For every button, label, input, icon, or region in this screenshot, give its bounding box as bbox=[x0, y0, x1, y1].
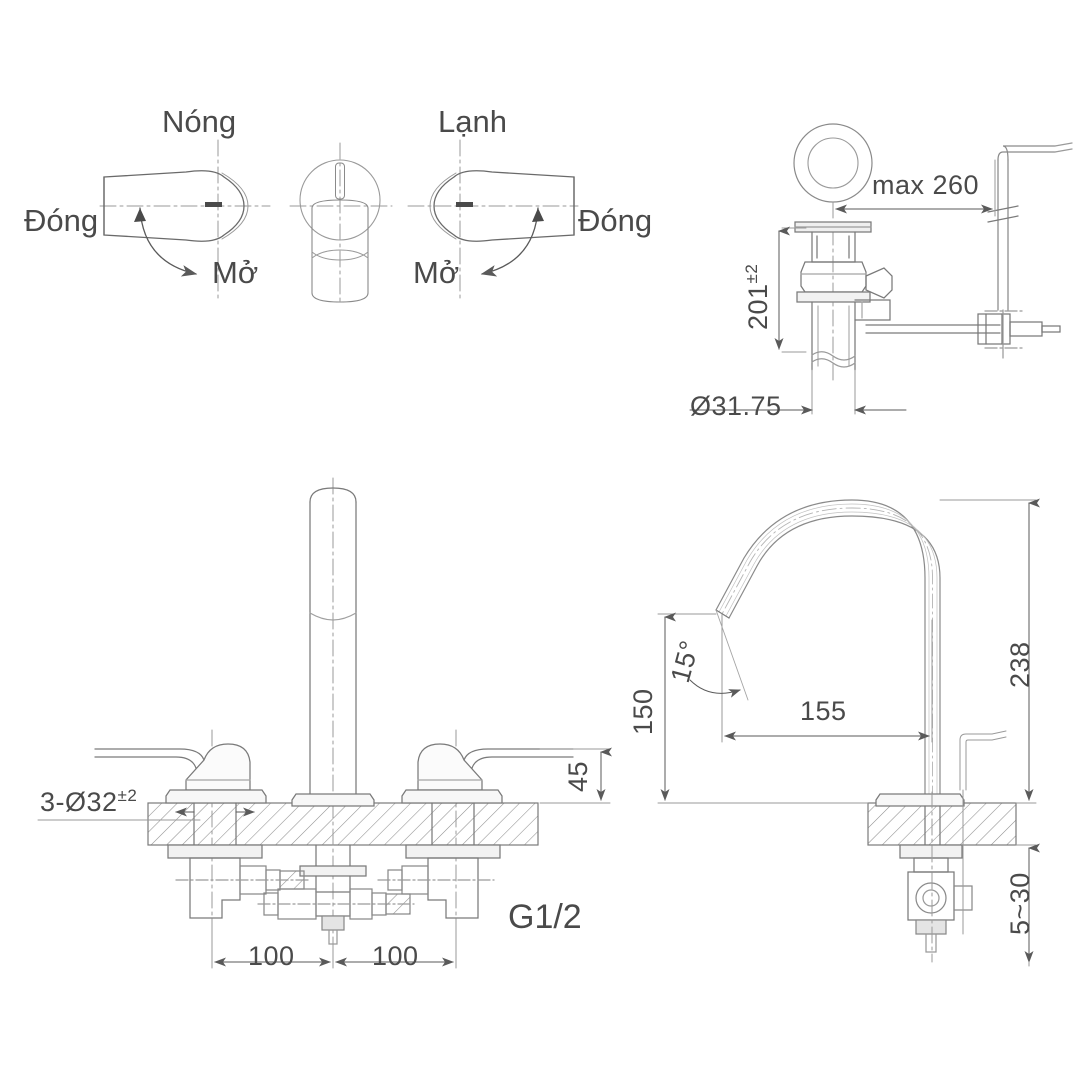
hole-spec-value: 3-Ø32 bbox=[40, 787, 118, 817]
open-right-label: Mở bbox=[413, 255, 460, 290]
total-height-dimension: 238 bbox=[1005, 641, 1035, 688]
front-view bbox=[37, 477, 612, 969]
thread-spec-label: G1/2 bbox=[508, 898, 582, 936]
counter-section-side bbox=[867, 802, 1017, 846]
hole-spec-tolerance: ±2 bbox=[117, 786, 138, 805]
drain-height-tolerance: ±2 bbox=[742, 263, 761, 284]
close-left-label: Đóng bbox=[24, 203, 99, 238]
drain-dimensions bbox=[689, 159, 996, 415]
close-right-label: Đóng bbox=[578, 203, 653, 238]
hole-dimension bbox=[37, 807, 255, 821]
spacing-right-dimension: 100 bbox=[372, 941, 419, 971]
handle-height-dimension bbox=[539, 747, 612, 804]
handle-height-dimension-label: 45 bbox=[563, 760, 593, 792]
drain-cap-top-view bbox=[793, 123, 873, 203]
gooseneck-spout bbox=[715, 499, 941, 801]
handle-top-view bbox=[289, 142, 393, 306]
lift-rod-side bbox=[959, 730, 1007, 935]
counter-thickness-dimension: 5~30 bbox=[1005, 872, 1035, 935]
pivot-rod bbox=[865, 313, 1061, 345]
drain-assembly-detail bbox=[793, 123, 1073, 381]
reach-dimension: 155 bbox=[800, 696, 847, 726]
hot-label: Nóng bbox=[162, 104, 237, 139]
cold-label: Lạnh bbox=[438, 104, 507, 139]
open-left-label: Mở bbox=[212, 255, 259, 290]
counter-section bbox=[147, 802, 539, 846]
hole-spec-dimension: 3-Ø32±2 bbox=[40, 786, 137, 818]
drain-height-value: 201 bbox=[743, 283, 773, 330]
drain-diameter-dimension: Ø31.75 bbox=[690, 391, 782, 421]
drain-body bbox=[794, 221, 893, 371]
side-dimensions bbox=[657, 498, 1040, 967]
spout-height-dimension: 150 bbox=[628, 688, 658, 735]
spacing-dimensions bbox=[211, 919, 457, 969]
right-handle-assembly bbox=[377, 743, 574, 919]
max-length-dimension: max 260 bbox=[872, 170, 980, 200]
drain-height-dimension: 201±2 bbox=[742, 264, 774, 330]
handle-rotation-diagram bbox=[99, 139, 579, 306]
lift-rod bbox=[984, 142, 1073, 359]
hot-handle-view bbox=[99, 139, 271, 301]
spout-base-side bbox=[875, 793, 973, 953]
cold-handle-view bbox=[407, 139, 579, 301]
spout-front-view bbox=[257, 487, 415, 945]
side-view bbox=[657, 498, 1040, 967]
left-handle-assembly bbox=[94, 743, 309, 919]
spacing-left-dimension: 100 bbox=[248, 941, 295, 971]
